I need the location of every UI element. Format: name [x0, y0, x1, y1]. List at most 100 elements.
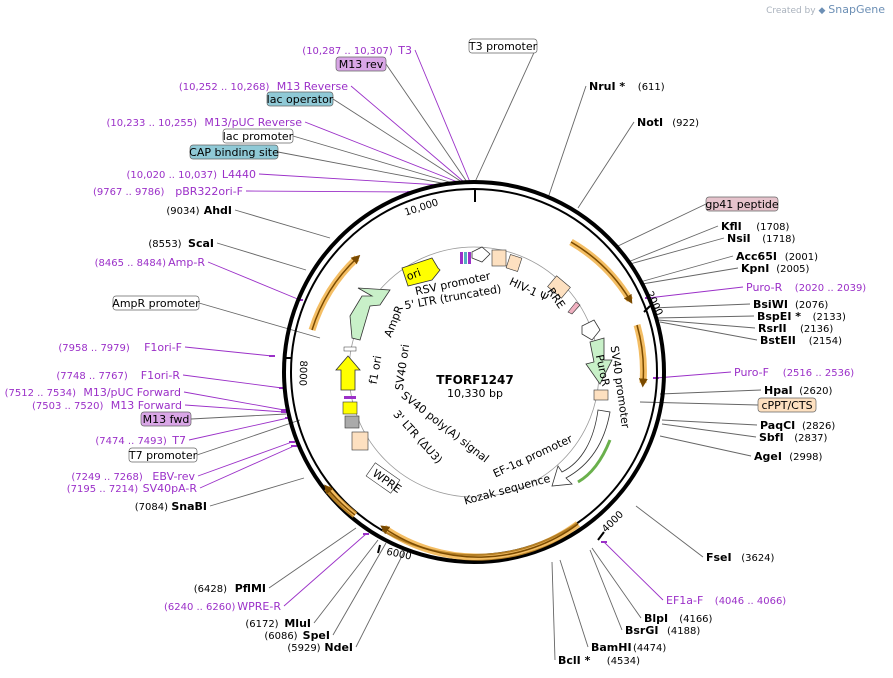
label-pos-bamhi: (4474) [633, 643, 666, 654]
label-pos-f1orir: (7748 .. 7767) [56, 371, 128, 382]
label-box-gp41 [705, 196, 779, 212]
cppt-box [593, 389, 609, 401]
connector-ndei [355, 551, 405, 648]
label-acc65i: Acc65I(2001) [736, 250, 818, 263]
label-bsteii: BstEII(2154) [760, 334, 842, 347]
label-name-agei: AgeI [754, 450, 782, 463]
small-elements [343, 252, 471, 399]
label-name-bcli: BclI * [558, 654, 591, 667]
connector-blpi [591, 547, 642, 619]
label-box-m13fwd [140, 411, 192, 427]
label-wprer: WPRE-R(6240 .. 6260) [164, 600, 281, 613]
connector-cap [277, 151, 453, 186]
connector-gp41 [617, 203, 707, 247]
label-name-bamhi: BamHI [591, 641, 632, 654]
label-purof: Puro-F(2516 .. 2536) [734, 366, 854, 379]
connector-hpai [659, 389, 762, 395]
connector-m13pucfwd [183, 391, 285, 411]
f1ori-label: f1 ori [367, 355, 385, 386]
label-ef1af: EF1a-F(4046 .. 4066) [666, 594, 786, 607]
snapgene-logo-icon: ◆ [818, 6, 826, 16]
label-pos-mlui: (6172) [245, 619, 278, 630]
label-t3: T3(10,287 .. 10,307) [302, 44, 412, 57]
connector-rsrii [657, 319, 756, 329]
label-name-scai: ScaI [188, 237, 214, 250]
label-pos-fsei: (3624) [741, 553, 774, 564]
label-pos-noti: (922) [672, 118, 699, 129]
label-name-m13forward: M13 Forward [111, 399, 182, 412]
outer-feature-arrows [311, 241, 648, 558]
label-name-ef1af: EF1a-F [666, 594, 703, 607]
label-m13pucfwd: M13/pUC Forward(7512 .. 7534) [5, 386, 181, 399]
ltr5-box [491, 249, 507, 267]
label-kpni: KpnI(2005) [741, 262, 810, 275]
connector-bspei [655, 315, 755, 319]
tick-6000: 6000 [385, 547, 412, 563]
label-pos-pflmi: (6428) [194, 584, 227, 595]
label-pos-ampr: (8465 .. 8484) [95, 258, 167, 269]
tick-marks [283, 190, 651, 554]
label-name-purof: Puro-F [734, 366, 769, 379]
connector-bcli [551, 561, 556, 661]
label-m13rev: M13 rev [335, 56, 387, 72]
label-sbfi: SbfI(2837) [759, 431, 828, 444]
label-puror: Puro-R(2020 .. 2039) [746, 281, 866, 294]
label-ampr: Amp-R(8465 .. 8484) [95, 256, 206, 269]
label-name-bsteii: BstEII [760, 334, 796, 347]
label-box-t3prom [468, 38, 538, 54]
connector-bamhi [559, 559, 589, 648]
label-pos-blpi: (4166) [679, 614, 712, 625]
tick-8000: 8000 [296, 360, 308, 386]
connector-spei [332, 542, 387, 636]
hiv-label: HIV-1 Ψ [507, 275, 550, 304]
connector-t7prom [196, 419, 301, 456]
label-name-nrui: NruI * [589, 80, 625, 93]
label-pos-m13reverse: (10,252 .. 10,268) [179, 82, 270, 93]
label-name-fsei: FseI [706, 551, 732, 564]
label-name-lacprom: lac promoter [223, 130, 294, 143]
connector-kfli [627, 225, 719, 263]
label-name-l4440: L4440 [222, 168, 256, 181]
label-name-ndei: NdeI [324, 641, 353, 654]
connector-m13reverse [350, 85, 465, 183]
label-box-m13rev [335, 56, 387, 72]
label-f1orir: F1ori-R(7748 .. 7767) [56, 369, 180, 382]
connector-bsteii [659, 321, 758, 341]
connector-pbr [245, 190, 411, 193]
sv40-promoter-arrow [581, 319, 601, 341]
label-bsrgi: BsrGI(4188) [625, 624, 700, 637]
label-box-cap [189, 144, 279, 160]
label-pos-m13pucrev: (10,233 .. 10,255) [107, 118, 198, 129]
label-pos-m13pucfwd: (7512 .. 7534) [5, 388, 77, 399]
connector-snabi [209, 477, 305, 507]
connector-m13forward [184, 404, 285, 413]
ori-label: ori [405, 266, 423, 283]
label-m13forward: M13 Forward (7503 .. 7520) [32, 399, 182, 412]
label-name-rsrii: RsrII [758, 322, 787, 335]
label-cppt: cPPT/CTS [757, 397, 817, 413]
label-name-pflmi: PflMI [235, 582, 266, 595]
label-name-snabi: SnaBI [171, 500, 207, 513]
connector-scai [216, 242, 307, 271]
label-bspei: BspEI *(2133) [757, 310, 846, 323]
backbone-outer [282, 180, 666, 564]
label-bsiwi: BsiWI(2076) [753, 298, 828, 311]
label-agei: AgeI(2998) [754, 450, 823, 463]
label-pos-m13forward: (7503 .. 7520) [32, 401, 104, 412]
label-name-bsrgi: BsrGI [625, 624, 658, 637]
label-pos-nsii: (1718) [762, 234, 795, 245]
label-ndei: NdeI(5929) [287, 641, 353, 654]
inner-features [335, 246, 613, 494]
label-name-t3: T3 [397, 44, 412, 57]
label-m13fwd: M13 fwd [140, 411, 192, 427]
label-pos-pbr: (9767 .. 9786) [93, 187, 165, 198]
sv40pa-box [351, 431, 369, 451]
connector-t3 [414, 49, 471, 183]
label-pos-spei: (6086) [264, 631, 297, 642]
connector-f1orif [184, 346, 273, 357]
label-name-puror: Puro-R [746, 281, 783, 294]
label-snabi: SnaBI(7084) [135, 500, 207, 513]
connector-bsiwi [651, 303, 751, 309]
connector-mlui [313, 539, 379, 624]
